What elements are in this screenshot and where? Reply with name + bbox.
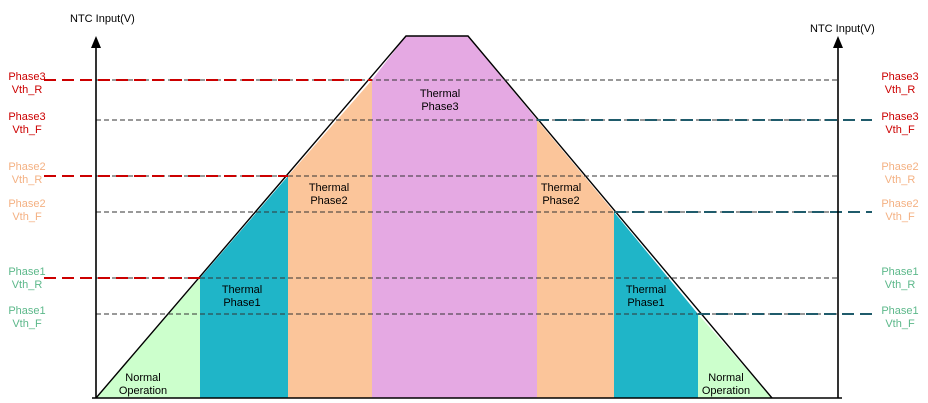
zone-label-phase2-right-line2: Phase2 xyxy=(542,195,579,207)
zone-label-phase1-right-line1: Thermal xyxy=(626,284,666,296)
right-label-phase1-r-line2: Vth_R xyxy=(885,279,916,291)
ntc-profile-outline xyxy=(95,35,773,399)
zone-labels: Normal Operation Thermal Phase1 Thermal … xyxy=(119,88,750,397)
zone-label-phase1-left-line2: Phase1 xyxy=(223,297,260,309)
right-threshold-labels: Phase3 Vth_R Phase3 Vth_F Phase2 Vth_R P… xyxy=(881,71,918,330)
right-label-phase3-f-line1: Phase3 xyxy=(881,111,918,123)
zone-label-phase2-left-line2: Phase2 xyxy=(310,195,347,207)
right-axis-title: NTC Input(V) xyxy=(810,23,875,35)
left-label-phase2-f-line2: Vth_F xyxy=(12,211,42,223)
right-label-phase2-f-line2: Vth_F xyxy=(885,211,915,223)
zone-phase3 xyxy=(372,36,537,398)
left-label-phase1-r-line2: Vth_R xyxy=(12,279,43,291)
right-label-phase1-r-line1: Phase1 xyxy=(881,266,918,278)
threshold-reference-lines xyxy=(96,79,838,315)
zone-label-normal-left-line2: Operation xyxy=(119,385,167,397)
left-label-phase3-f-line2: Vth_F xyxy=(12,124,42,136)
left-label-phase2-r-line1: Phase2 xyxy=(8,161,45,173)
right-label-phase2-r-line1: Phase2 xyxy=(881,161,918,173)
left-label-phase2-f-line1: Phase2 xyxy=(8,198,45,210)
zone-label-phase2-right-line1: Thermal xyxy=(541,182,581,194)
right-label-phase3-f-line2: Vth_F xyxy=(885,124,915,136)
zone-phase1-left xyxy=(200,176,288,398)
zone-label-normal-right-line1: Normal xyxy=(708,372,743,384)
left-label-phase3-r-line2: Vth_R xyxy=(12,84,43,96)
right-label-phase3-r-line2: Vth_R xyxy=(885,84,916,96)
rising-threshold-markers xyxy=(44,79,372,279)
left-threshold-labels: Phase3 Vth_R Phase3 Vth_F Phase2 Vth_R P… xyxy=(8,71,45,330)
right-y-axis-arrow xyxy=(833,36,843,48)
right-label-phase2-f-line1: Phase2 xyxy=(881,198,918,210)
right-label-phase3-r-line1: Phase3 xyxy=(881,71,918,83)
left-label-phase1-f-line2: Vth_F xyxy=(12,318,42,330)
left-label-phase1-r-line1: Phase1 xyxy=(8,266,45,278)
zone-label-normal-right-line2: Operation xyxy=(702,385,750,397)
zone-phase1-right xyxy=(614,212,698,398)
right-label-phase1-f-line1: Phase1 xyxy=(881,305,918,317)
zone-label-phase2-left-line1: Thermal xyxy=(309,182,349,194)
zone-label-phase1-right-line2: Phase1 xyxy=(627,297,664,309)
left-axis-title: NTC Input(V) xyxy=(70,13,135,25)
left-label-phase3-f-line1: Phase3 xyxy=(8,111,45,123)
left-y-axis-arrow xyxy=(91,36,101,48)
zone-label-phase1-left-line1: Thermal xyxy=(222,284,262,296)
right-label-phase2-r-line2: Vth_R xyxy=(885,174,916,186)
zone-label-normal-left-line1: Normal xyxy=(125,372,160,384)
left-label-phase3-r-line1: Phase3 xyxy=(8,71,45,83)
left-label-phase2-r-line2: Vth_R xyxy=(12,174,43,186)
zone-phase2-right xyxy=(537,120,614,398)
zone-label-phase3-line2: Phase3 xyxy=(421,101,458,113)
right-label-phase1-f-line2: Vth_F xyxy=(885,318,915,330)
left-label-phase1-f-line1: Phase1 xyxy=(8,305,45,317)
falling-threshold-markers xyxy=(537,119,872,315)
zone-label-phase3-line1: Thermal xyxy=(420,88,460,100)
zone-phase2-left xyxy=(288,80,372,398)
